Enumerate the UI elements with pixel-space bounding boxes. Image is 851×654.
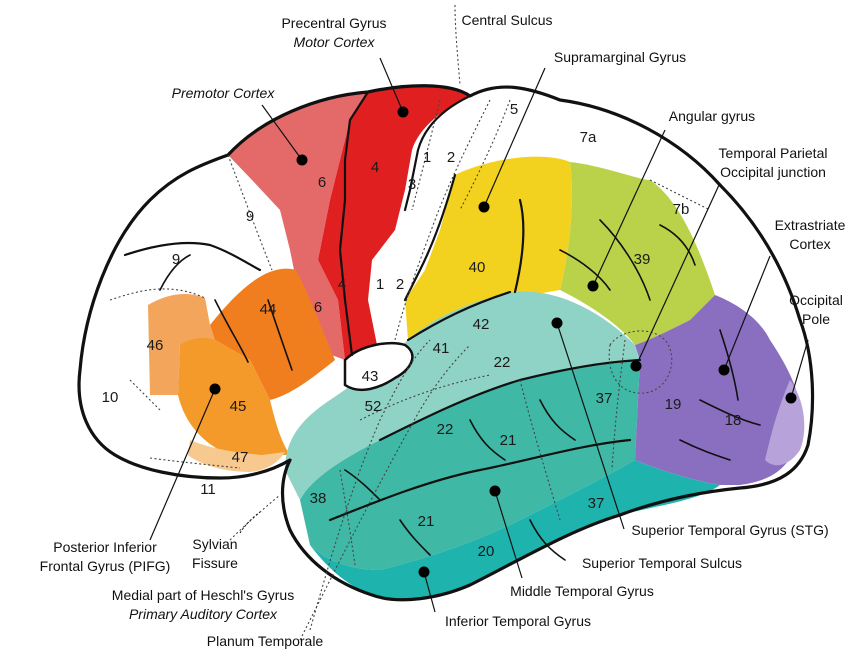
label-sylvian-1: Sylvian — [192, 536, 237, 552]
dot-precentral — [398, 107, 409, 118]
num-21b: 21 — [418, 513, 435, 530]
dot-occipital — [786, 393, 797, 404]
label-stg: Superior Temporal Gyrus (STG) — [631, 522, 828, 538]
num-2a: 2 — [447, 149, 455, 166]
num-37a: 37 — [596, 390, 613, 407]
label-occipital-1: Occipital — [789, 292, 843, 308]
label-extrastriate-2: Cortex — [789, 236, 830, 252]
label-premotor: Premotor Cortex — [172, 85, 276, 101]
num-6a: 6 — [318, 174, 326, 191]
dot-tpo — [631, 361, 642, 372]
num-19: 19 — [665, 396, 682, 413]
num-1b: 1 — [376, 276, 384, 293]
boundary-sylvian — [230, 495, 280, 540]
label-tpo-2: Occipital junction — [720, 164, 826, 180]
num-44: 44 — [260, 301, 277, 318]
dot-itg — [419, 567, 430, 578]
num-41: 41 — [433, 340, 450, 357]
label-pifg-1: Posterior Inferior — [53, 539, 157, 555]
label-motor-cortex: Motor Cortex — [294, 34, 376, 50]
label-precentral: Precentral Gyrus — [281, 15, 386, 31]
num-40: 40 — [469, 259, 486, 276]
label-heschl-1: Medial part of Heschl's Gyrus — [112, 587, 294, 603]
num-7b: 7b — [673, 201, 690, 218]
num-39: 39 — [634, 251, 651, 268]
label-central-sulcus: Central Sulcus — [461, 12, 552, 28]
label-sts: Superior Temporal Sulcus — [582, 555, 742, 571]
num-6b: 6 — [314, 299, 322, 316]
num-9a: 9 — [246, 208, 254, 225]
num-5: 5 — [510, 101, 518, 118]
num-4a: 4 — [371, 159, 379, 176]
num-11: 11 — [200, 481, 216, 498]
label-occipital-2: Pole — [802, 311, 830, 327]
num-22a: 22 — [494, 354, 511, 371]
label-angular: Angular gyrus — [669, 108, 755, 124]
label-itg: Inferior Temporal Gyrus — [445, 613, 591, 629]
dot-supramarginal — [479, 202, 490, 213]
num-9b: 9 — [172, 251, 180, 268]
label-heschl-2: Primary Auditory Cortex — [129, 606, 278, 622]
dot-angular — [588, 281, 599, 292]
label-mtg: Middle Temporal Gyrus — [510, 583, 654, 599]
num-42: 42 — [473, 316, 490, 333]
num-18: 18 — [725, 412, 742, 429]
num-46: 46 — [147, 337, 164, 354]
num-45: 45 — [230, 398, 247, 415]
num-10: 10 — [102, 389, 119, 406]
leader-occipital — [791, 340, 808, 398]
num-38: 38 — [310, 490, 327, 507]
label-extrastriate-1: Extrastriate — [775, 217, 846, 233]
dot-extrastriate — [719, 365, 730, 376]
dot-mtg — [490, 486, 501, 497]
label-tpo-1: Temporal Parietal — [719, 145, 828, 161]
num-3: 3 — [408, 176, 416, 193]
dot-pifg — [210, 384, 221, 395]
boundary-central — [455, 5, 460, 85]
label-planum: Planum Temporale — [207, 633, 324, 649]
num-7a: 7a — [580, 129, 597, 146]
num-43: 43 — [362, 368, 379, 385]
dot-stg — [552, 318, 563, 329]
dot-premotor — [297, 155, 308, 166]
num-4b: 4 — [338, 276, 346, 293]
frontal-sulcus — [125, 243, 260, 270]
num-37b: 37 — [588, 495, 605, 512]
label-sylvian-2: Fissure — [192, 555, 238, 571]
num-52: 52 — [365, 398, 382, 415]
num-20: 20 — [478, 543, 495, 560]
num-2b: 2 — [396, 276, 404, 293]
num-21a: 21 — [500, 432, 517, 449]
label-pifg-2: Frontal Gyrus (PIFG) — [40, 558, 171, 574]
num-1a: 1 — [423, 149, 431, 166]
num-47: 47 — [232, 449, 249, 466]
num-22b: 22 — [437, 421, 454, 438]
label-supramarginal: Supramarginal Gyrus — [554, 49, 686, 65]
